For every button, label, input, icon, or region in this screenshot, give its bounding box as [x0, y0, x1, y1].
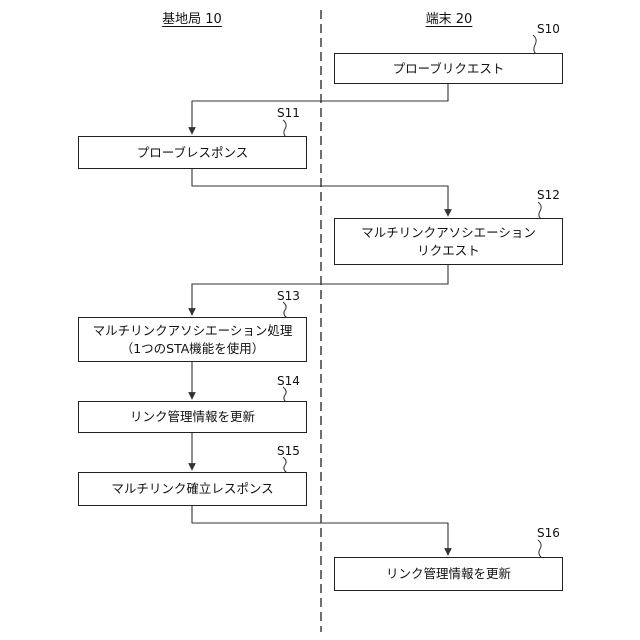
column-title-terminal: 端末 20 — [426, 8, 473, 27]
step-label-s10: S10 — [537, 22, 560, 36]
process-text: リンク管理情報を更新 — [130, 408, 255, 426]
process-text: マルチリンク確立レスポンス — [111, 480, 273, 498]
step-label-s14: S14 — [277, 374, 300, 388]
process-text: マルチリンクアソシエーション処理 — [93, 322, 293, 340]
process-box-s14: リンク管理情報を更新 — [78, 401, 307, 433]
arrow-s10-to-s11 — [192, 84, 448, 134]
step-tail-s10 — [533, 35, 537, 55]
process-text: マルチリンクアソシエーション — [361, 224, 536, 242]
step-label-s16: S16 — [537, 526, 560, 540]
process-box-s12: マルチリンクアソシエーション リクエスト — [334, 218, 563, 265]
step-label-s13: S13 — [277, 289, 300, 303]
arrow-s12-to-s13 — [192, 265, 448, 315]
arrow-s15-to-s16 — [192, 506, 448, 555]
process-text: プローブレスポンス — [137, 144, 249, 162]
process-box-s15: マルチリンク確立レスポンス — [78, 472, 307, 506]
process-box-s10: プローブリクエスト — [334, 53, 563, 84]
process-box-s13: マルチリンクアソシエーション処理 （1つのSTA機能を使用） — [78, 317, 307, 362]
process-text: リンク管理情報を更新 — [386, 565, 511, 583]
process-text: （1つのSTA機能を使用） — [121, 340, 265, 358]
step-label-s12: S12 — [537, 188, 560, 202]
process-text: プローブリクエスト — [393, 60, 505, 78]
step-tail-s15 — [283, 457, 287, 473]
process-box-s16: リンク管理情報を更新 — [334, 557, 563, 591]
column-title-base-station: 基地局 10 — [162, 8, 222, 27]
arrow-s11-to-s12 — [192, 169, 448, 216]
process-text: リクエスト — [417, 242, 480, 260]
step-tail-s13 — [283, 302, 287, 318]
process-box-s11: プローブレスポンス — [78, 136, 307, 169]
step-label-s15: S15 — [277, 444, 300, 458]
step-label-s11: S11 — [277, 106, 300, 120]
step-tail-s16 — [538, 540, 542, 558]
